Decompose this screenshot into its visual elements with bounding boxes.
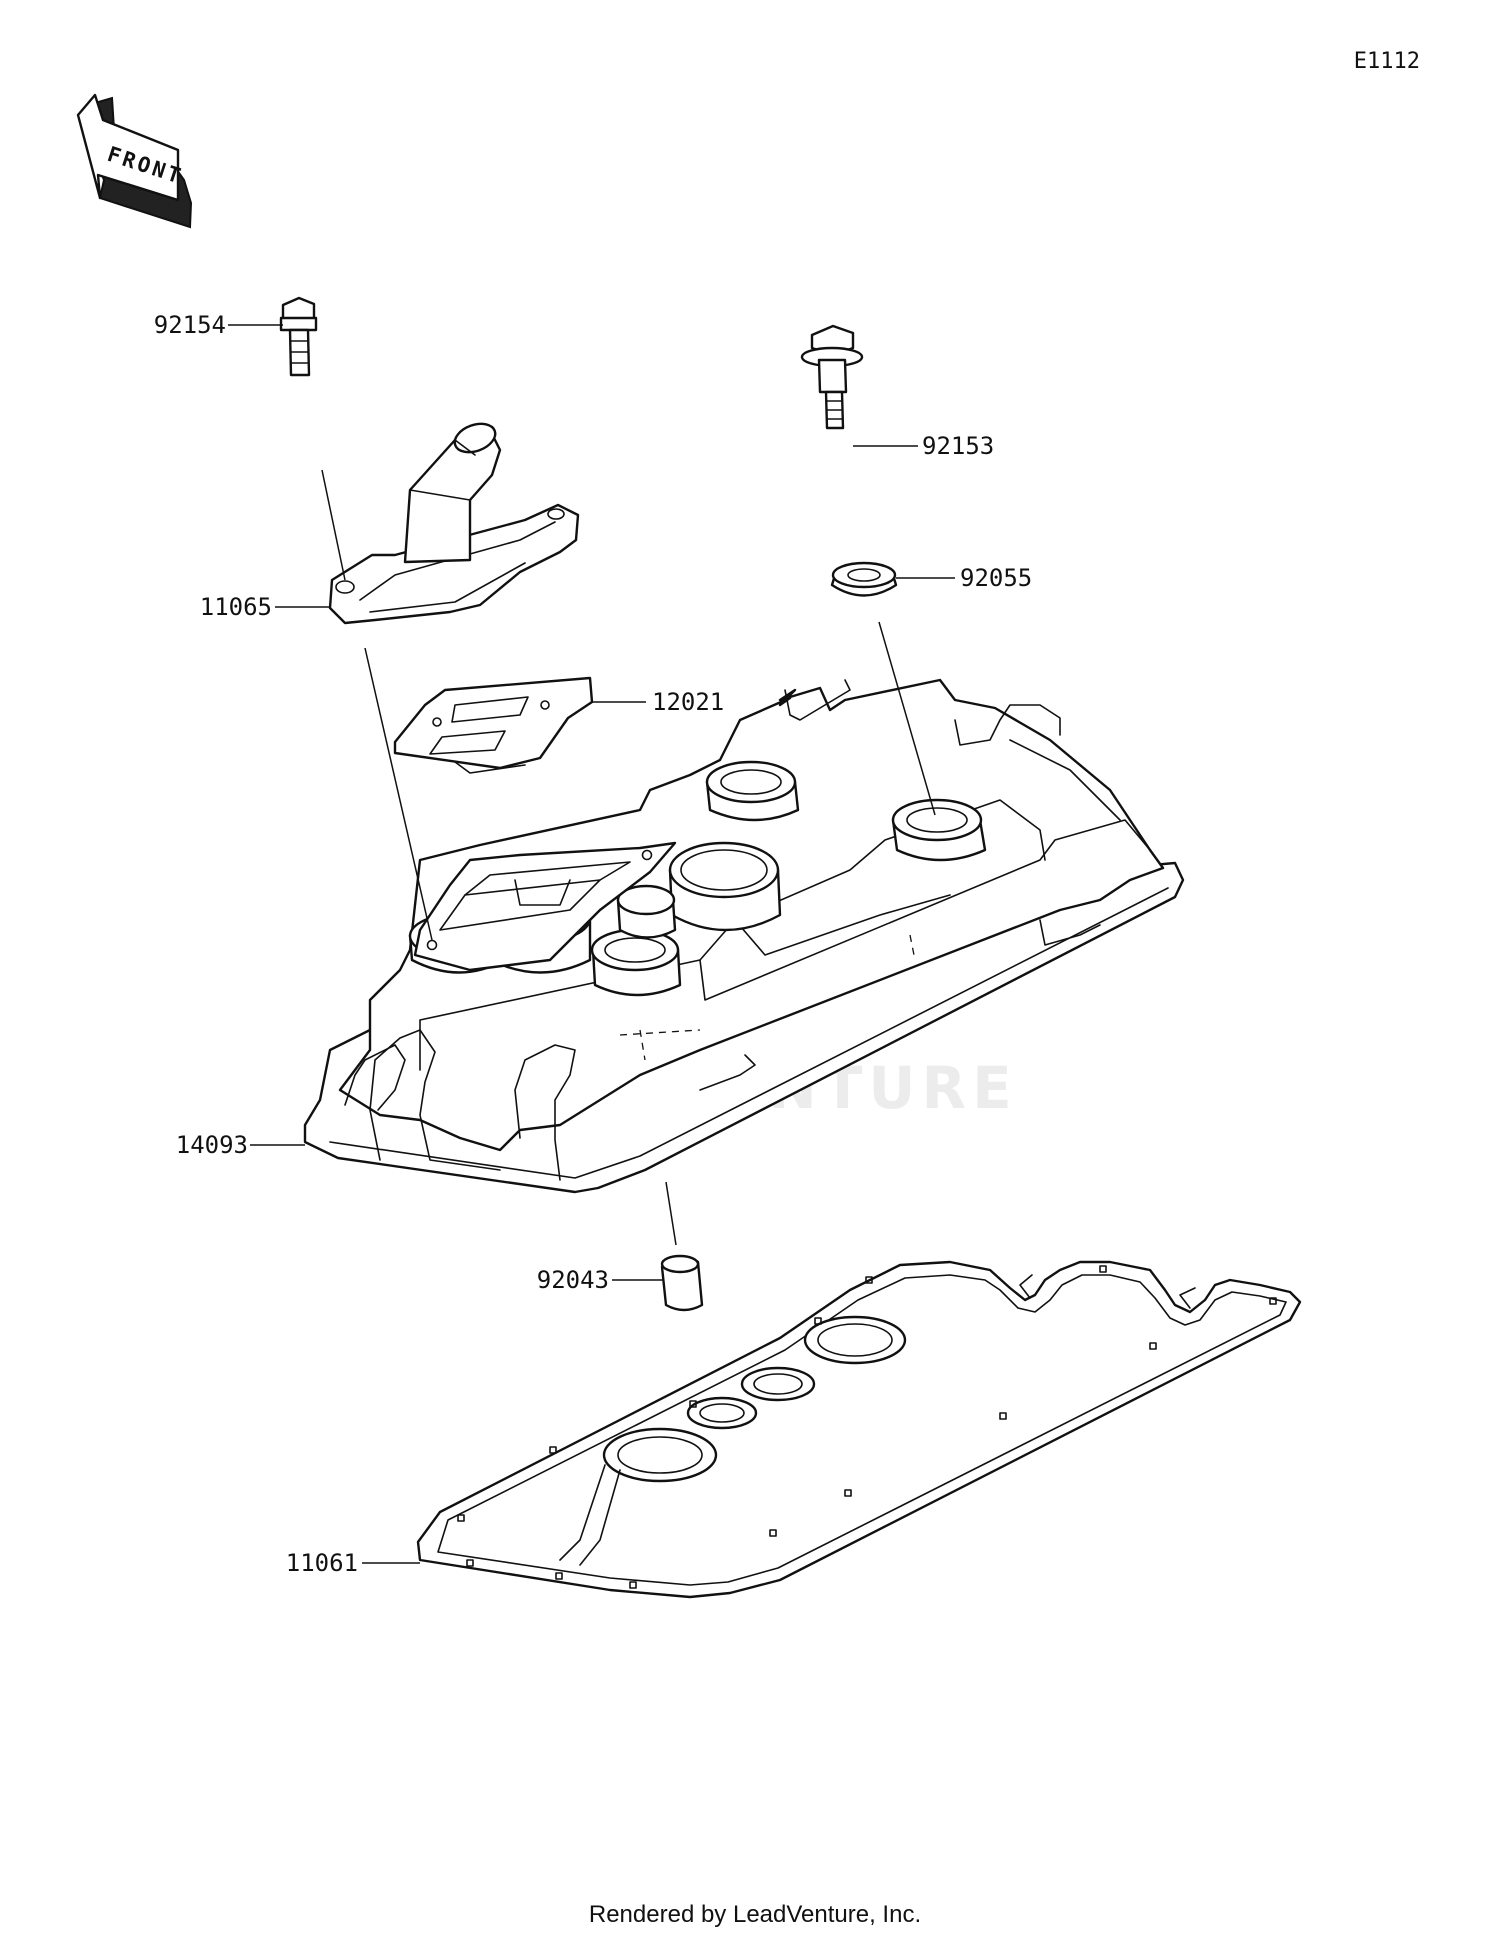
gasket-plug-seal: [686, 1396, 758, 1430]
callout-11065: 11065: [200, 593, 330, 621]
bolt-92154-part: [279, 296, 318, 377]
gasket-plug-seal: [740, 1366, 816, 1402]
callout-14093: 14093: [176, 1131, 305, 1159]
part-number-label: 11061: [286, 1549, 358, 1577]
part-number-label: 92153: [922, 432, 994, 460]
rendered-by-footer: Rendered by LeadVenture, Inc.: [589, 1901, 921, 1928]
head-cover-gasket-11061-part: [416, 1260, 1302, 1599]
part-number-label: 14093: [176, 1131, 248, 1159]
front-arrow-icon: FRONT: [76, 93, 193, 229]
callout-92043: 92043: [537, 1266, 664, 1294]
callout-92055: 92055: [896, 564, 1032, 592]
washer-92055-part: [830, 561, 898, 597]
part-number-label: 92154: [154, 311, 226, 339]
gasket-plug-seal: [602, 1427, 718, 1483]
gasket-12021-part: [393, 676, 594, 774]
plug-well-boss: [705, 760, 800, 822]
cylinder-head-cover-14093-part: [303, 678, 1185, 1194]
dowel-pin-92043-part: [660, 1254, 704, 1312]
gasket-plug-seal: [803, 1315, 907, 1365]
part-number-label: 12021: [652, 688, 724, 716]
diagram-code: E1112: [1354, 49, 1420, 74]
callout-11061: 11061: [286, 1549, 420, 1577]
callout-92154: 92154: [154, 311, 283, 339]
bolt-92153-part: [800, 324, 864, 430]
callout-12021: 12021: [592, 688, 724, 716]
callout-92153: 92153: [853, 432, 994, 460]
oil-filler-nub: [616, 884, 677, 939]
plug-well-boss: [668, 841, 782, 932]
part-number-label: 11065: [200, 593, 272, 621]
part-number-label: 92055: [960, 564, 1032, 592]
plug-well-boss: [891, 798, 987, 862]
breather-mount: [413, 841, 677, 972]
assembly-guide-lines: [321, 469, 936, 1246]
plug-well-boss: [590, 928, 682, 997]
breather-cover-11065-part: [328, 422, 580, 625]
part-number-label: 92043: [537, 1266, 609, 1294]
